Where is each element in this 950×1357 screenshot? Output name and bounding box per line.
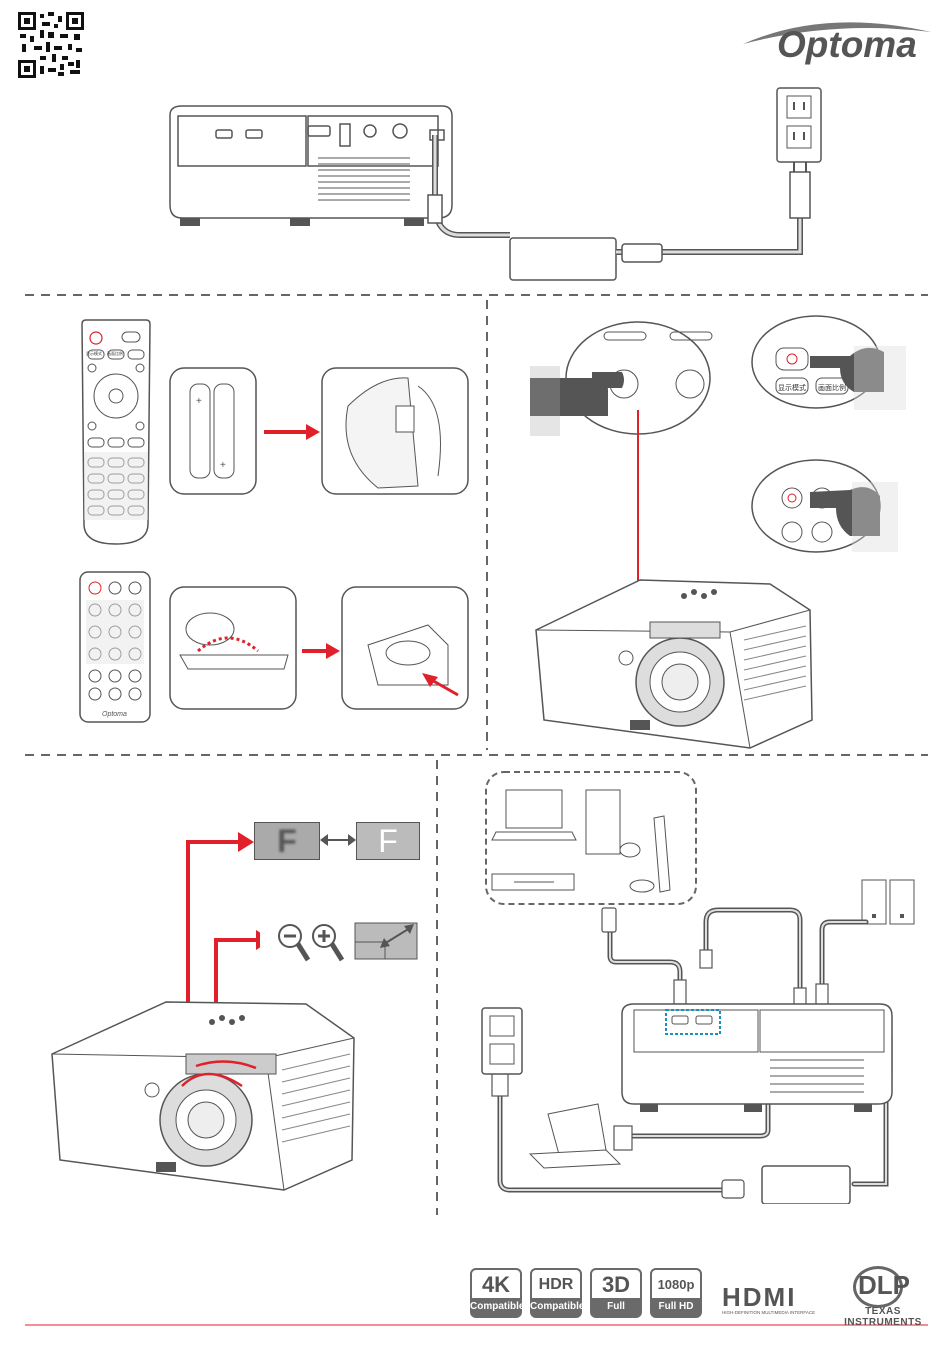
battery-insertion-diagram: + +	[168, 366, 472, 496]
badge-hdr: HDR Compatible	[530, 1268, 582, 1318]
svg-text:+: +	[196, 396, 202, 407]
source-devices-group	[484, 770, 698, 908]
focus-double-arrow-icon	[320, 832, 356, 848]
remote-control-full: 显示模式 画面比例	[78, 318, 154, 546]
dlp-maker: TEXAS INSTRUMENTS	[838, 1306, 928, 1328]
dlp-wordmark: DLP	[858, 1270, 910, 1301]
badge-4k: 4K Compatible	[470, 1268, 522, 1318]
remote-display-mode-label: 显示模式	[86, 351, 108, 357]
badge-1080p-sub: Full HD	[650, 1298, 702, 1316]
zoom-in-icon	[310, 922, 346, 964]
remote-power-closeup-1	[750, 312, 910, 412]
badge-hdr-sub: Compatible	[530, 1298, 582, 1316]
connection-diagram	[474, 904, 914, 1204]
badge-4k-main: 4K	[470, 1268, 522, 1298]
zoom-out-icon	[276, 922, 312, 964]
badge-hdr-main: HDR	[530, 1268, 582, 1298]
closeup-picture-ratio-label: 画面比例	[818, 383, 850, 393]
projector-front-focus	[46, 994, 358, 1194]
remote-picture-ratio-label: 画面比例	[107, 351, 129, 357]
focus-blur-box: F	[254, 822, 320, 860]
projector-front-power	[530, 570, 820, 750]
badge-3d-sub: Full	[590, 1298, 642, 1316]
remote-power-closeup-2	[750, 456, 900, 556]
focus-letter-sharp: F	[378, 823, 398, 859]
svg-text:+: +	[220, 460, 226, 471]
badge-4k-sub: Compatible	[470, 1298, 522, 1316]
badge-3d: 3D Full	[590, 1268, 642, 1318]
closeup-display-mode-label: 显示模式	[778, 383, 810, 393]
hdmi-tagline: HIGH-DEFINITION MULTIMEDIA INTERFACE	[722, 1310, 822, 1315]
focus-letter-blurred: F	[277, 823, 297, 859]
hdmi-logo: HDMI	[722, 1282, 822, 1313]
coin-battery-diagram	[168, 585, 472, 711]
badge-1080p-main: 1080p	[650, 1268, 702, 1298]
badge-3d-main: 3D	[590, 1268, 642, 1298]
remote-brand-text: Optoma	[102, 711, 127, 718]
focus-sharp-box: F	[356, 822, 420, 860]
zoom-frame-icon	[354, 922, 418, 960]
badge-1080p: 1080p Full HD	[650, 1268, 702, 1318]
remote-control-slim: Optoma	[78, 570, 152, 726]
dlp-logo: DLP TEXAS INSTRUMENTS	[838, 1264, 928, 1324]
